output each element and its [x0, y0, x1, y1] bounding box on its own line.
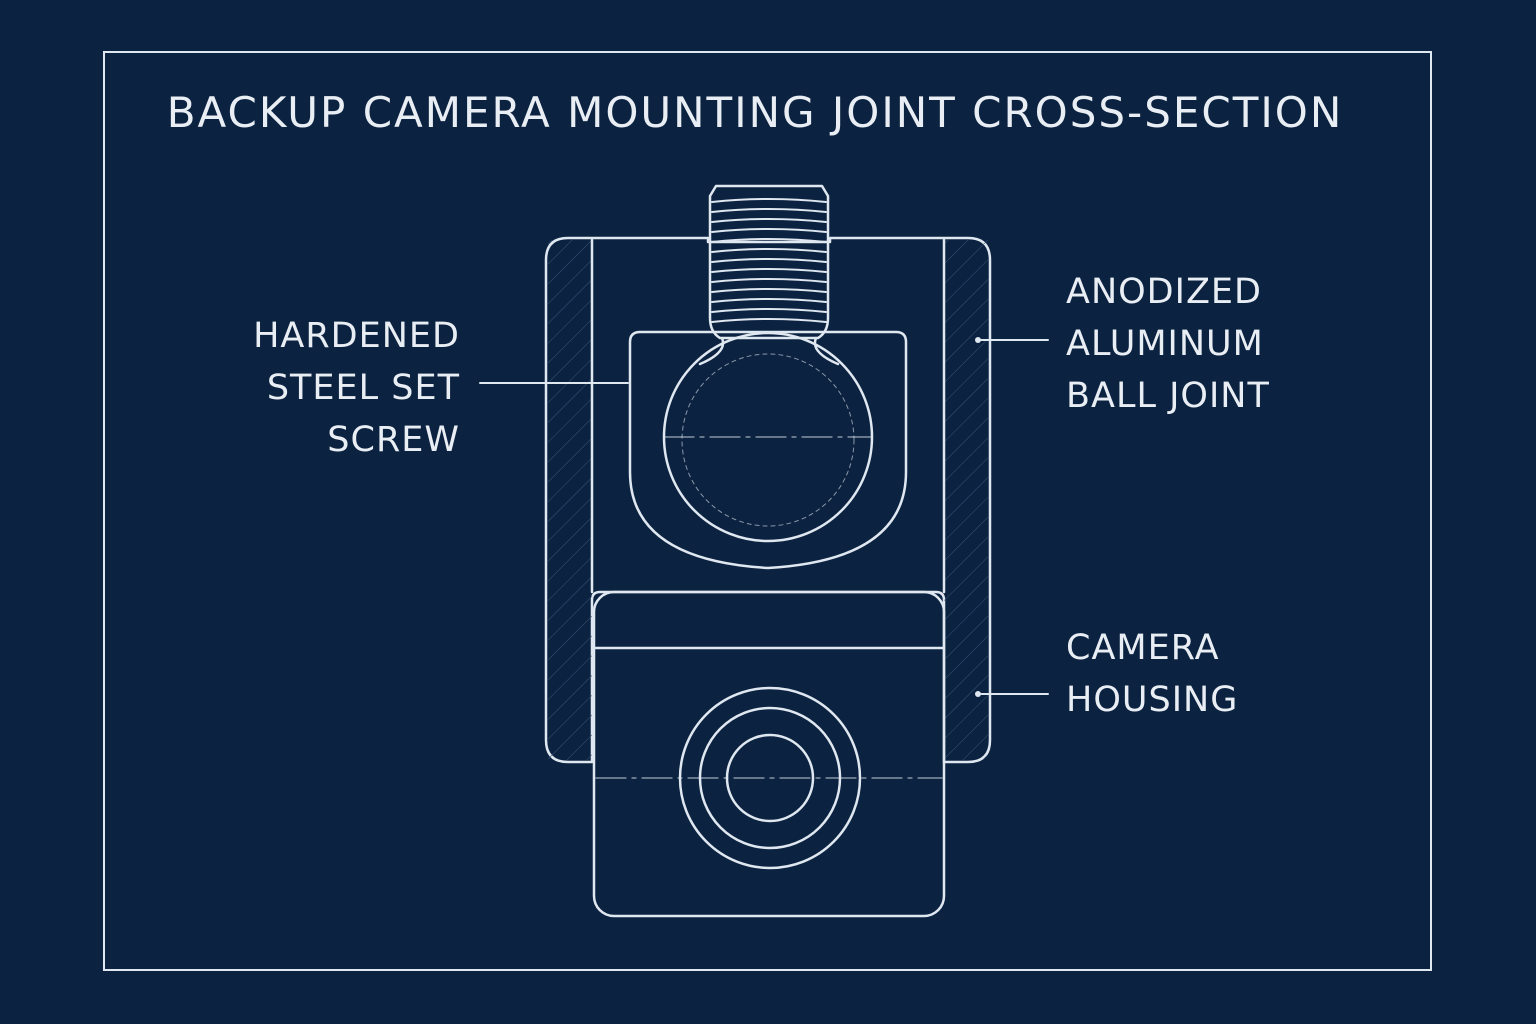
diagram-title: BACKUP CAMERA MOUNTING JOINT CROSS-SECTI… [166, 88, 1344, 137]
label-line: STEEL SET [266, 368, 460, 408]
set-screw [708, 184, 830, 340]
label-anodized-aluminum-ball-joint: ANODIZED ALUMINUM BALL JOINT [1066, 266, 1270, 422]
label-line: ALUMINUM [1066, 324, 1264, 364]
label-line: SCREW [327, 420, 460, 460]
lens-inner-ring [725, 733, 815, 823]
label-line: ANODIZED [1066, 272, 1262, 312]
mount-bracket-outline [544, 236, 992, 764]
bracket-left-wall [548, 240, 592, 760]
ball-hidden-line [681, 353, 855, 527]
leader-ball-joint [975, 337, 1049, 343]
lens-middle-ring [698, 706, 842, 850]
lens-outer-ring [678, 686, 862, 870]
socket-block [628, 330, 908, 570]
camera-housing [592, 590, 946, 918]
set-screw-outline [708, 184, 830, 340]
ball-neck [698, 336, 840, 366]
leader-camera-housing [975, 691, 1049, 697]
bracket-right-wall [944, 240, 988, 760]
label-line: BALL JOINT [1066, 376, 1270, 416]
drawing-border [103, 51, 1432, 971]
label-line: HARDENED [253, 316, 460, 356]
label-line: CAMERA [1066, 628, 1220, 668]
label-camera-housing: CAMERA HOUSING [1066, 622, 1238, 726]
label-hardened-steel-set-screw: HARDENED STEEL SET SCREW [180, 310, 460, 466]
screw-threads [711, 198, 827, 323]
label-line: HOUSING [1066, 680, 1239, 720]
